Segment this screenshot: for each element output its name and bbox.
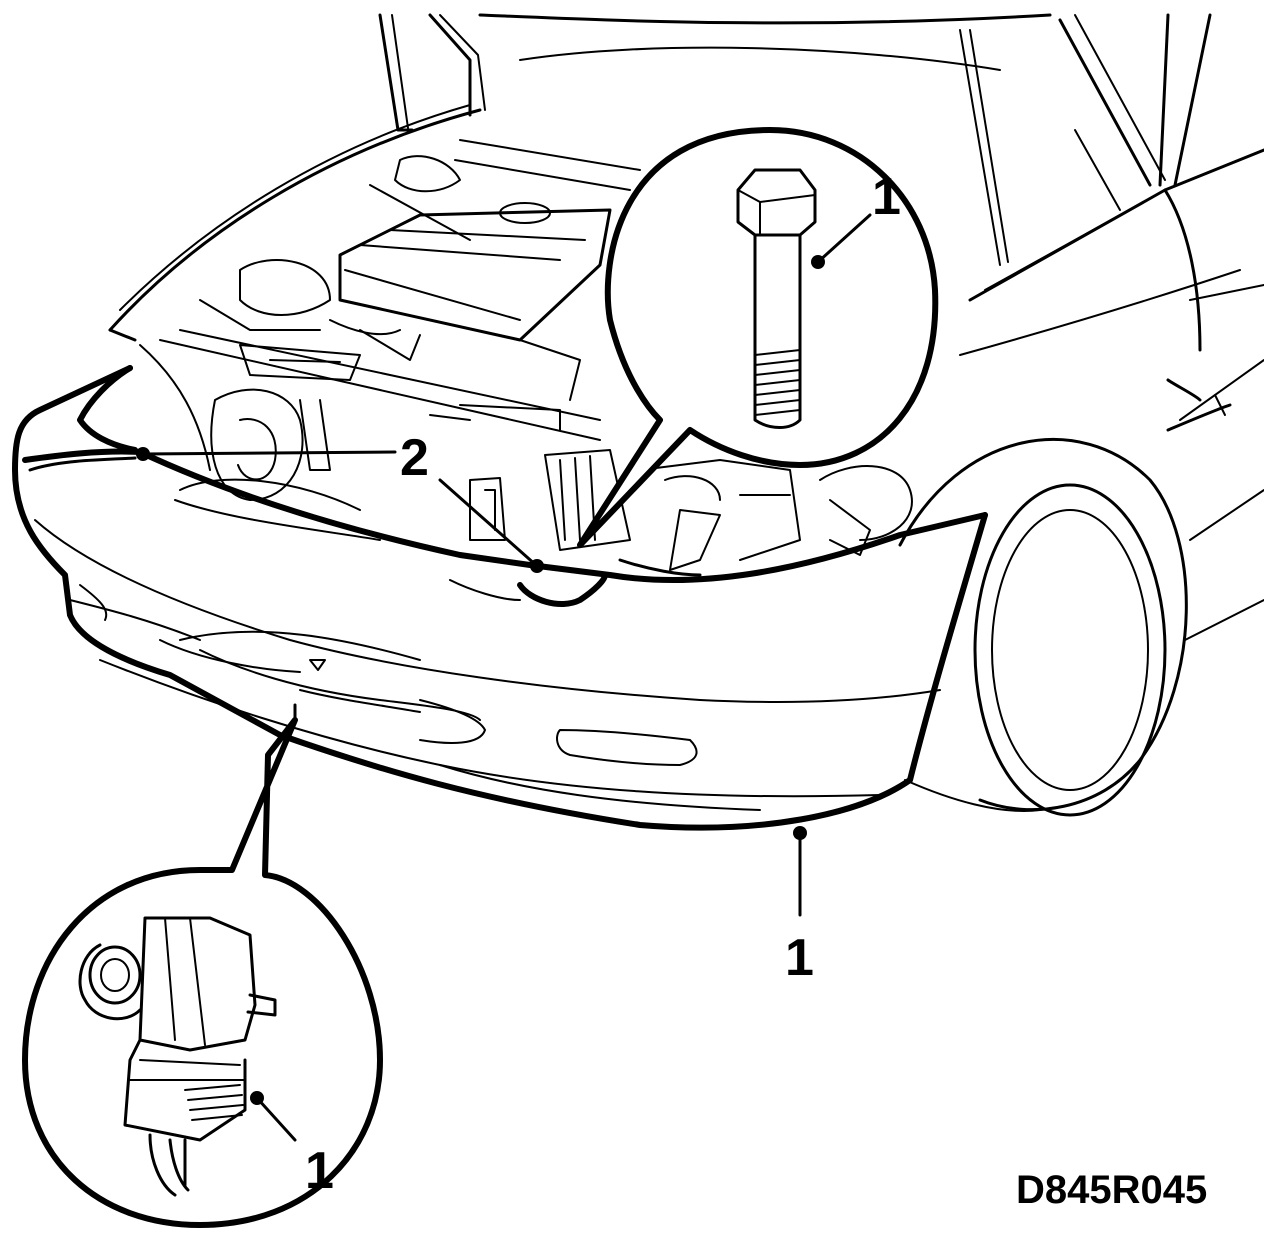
front-wheel bbox=[898, 438, 1188, 817]
callout-bolt-detail: 1 bbox=[872, 168, 901, 226]
figure-id: D845R045 bbox=[1016, 1168, 1207, 1212]
fastener-points bbox=[136, 447, 544, 573]
callout-bumper: 1 bbox=[785, 929, 814, 987]
front-bumper bbox=[12, 365, 988, 831]
fender-body bbox=[108, 104, 1264, 641]
engine-bay bbox=[139, 139, 913, 571]
bolt-icon bbox=[736, 168, 817, 429]
open-hood bbox=[378, 13, 1212, 266]
car-front-illustration bbox=[12, 13, 1264, 917]
connector-icon bbox=[78, 916, 277, 1197]
callout-connector-detail: 1 bbox=[305, 1142, 334, 1200]
bolt-detail-callout bbox=[577, 127, 939, 548]
connector-detail-callout bbox=[22, 703, 383, 1228]
bumper-leader bbox=[793, 826, 807, 917]
callout-fasteners: 2 bbox=[400, 429, 429, 487]
